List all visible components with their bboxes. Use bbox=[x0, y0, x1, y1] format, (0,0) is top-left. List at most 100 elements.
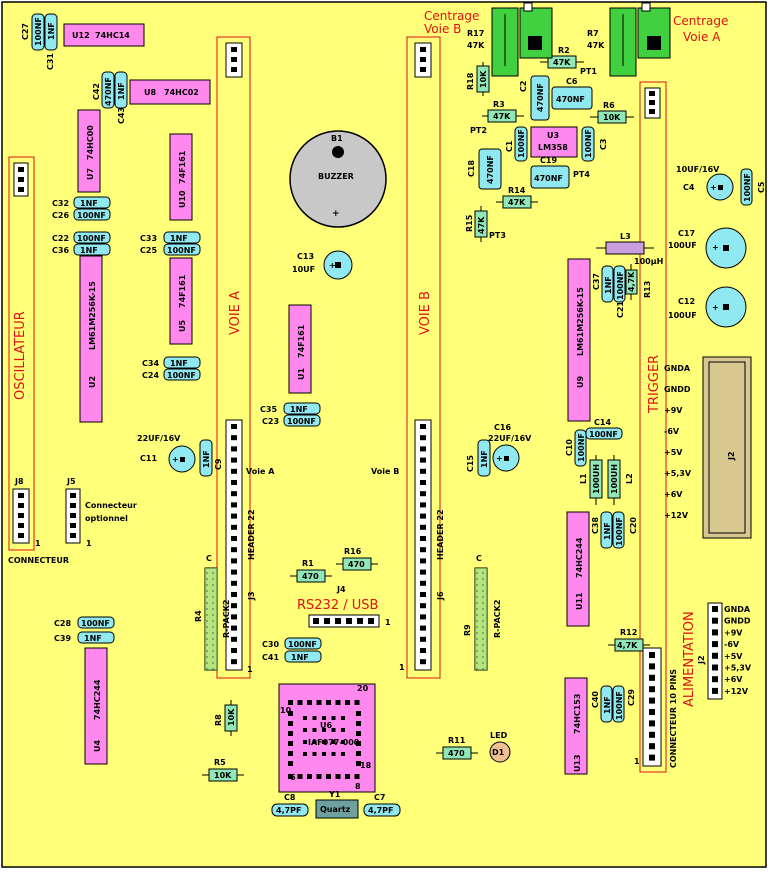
pin bbox=[341, 728, 345, 732]
pin bbox=[420, 659, 426, 665]
pin bbox=[18, 493, 24, 498]
cap-c6: 470NF C6 bbox=[551, 77, 593, 110]
svg-text:100NF: 100NF bbox=[77, 234, 106, 243]
svg-text:470NF: 470NF bbox=[486, 155, 495, 184]
svg-text:C15: C15 bbox=[466, 455, 475, 472]
svg-text:C23: C23 bbox=[262, 417, 279, 426]
ic-u2: U2 LM61M256K-15 bbox=[79, 255, 103, 423]
pin bbox=[288, 711, 293, 716]
svg-text:J5: J5 bbox=[66, 477, 76, 486]
pin bbox=[288, 774, 293, 779]
svg-text:C6: C6 bbox=[566, 77, 578, 86]
ic-u13: U13 74HC153 bbox=[564, 677, 588, 775]
svg-text:C17: C17 bbox=[678, 229, 695, 238]
centrage-a-line2: Voie A bbox=[683, 30, 721, 44]
j2-supply-label: GNDD bbox=[664, 385, 691, 394]
pin bbox=[356, 721, 361, 726]
svg-text:C27: C27 bbox=[21, 23, 30, 40]
pin bbox=[312, 752, 317, 756]
svg-text:C31: C31 bbox=[46, 53, 55, 70]
pin bbox=[420, 468, 426, 474]
svg-text:+: + bbox=[332, 209, 340, 219]
j2-supply-label: +5,3V bbox=[664, 469, 692, 478]
svg-text:1NF: 1NF bbox=[291, 653, 309, 662]
svg-text:U1: U1 bbox=[297, 368, 306, 380]
svg-text:BUZZER: BUZZER bbox=[318, 172, 354, 181]
pin bbox=[331, 740, 336, 744]
pin bbox=[326, 700, 331, 705]
pin bbox=[231, 558, 237, 564]
svg-text:C1: C1 bbox=[505, 140, 514, 152]
svg-text:C16: C16 bbox=[494, 423, 511, 432]
pin bbox=[231, 435, 237, 441]
svg-text:C3: C3 bbox=[599, 139, 608, 150]
svg-text:1NF: 1NF bbox=[80, 246, 98, 255]
svg-text:C34: C34 bbox=[142, 359, 159, 368]
svg-text:1: 1 bbox=[35, 539, 41, 548]
pin bbox=[322, 740, 326, 744]
svg-text:18: 18 bbox=[360, 761, 372, 770]
svg-text:1NF: 1NF bbox=[84, 634, 102, 643]
pin bbox=[231, 513, 237, 519]
pin bbox=[231, 592, 237, 597]
cap-c15: 1NF C15 bbox=[466, 439, 491, 477]
svg-text:100NF: 100NF bbox=[584, 129, 593, 158]
header-j5: J5 1 Connecteur optionnel bbox=[65, 477, 137, 548]
svg-text:10: 10 bbox=[280, 706, 292, 715]
svg-text:100UF: 100UF bbox=[668, 241, 697, 250]
pin bbox=[18, 503, 24, 508]
pin bbox=[420, 592, 426, 597]
svg-text:U5: U5 bbox=[178, 320, 187, 332]
trigger-zone bbox=[639, 81, 667, 773]
pin bbox=[231, 625, 237, 631]
svg-text:R14: R14 bbox=[508, 186, 526, 195]
cap-c29: 100NF C29 bbox=[612, 685, 636, 723]
svg-text:U13: U13 bbox=[573, 754, 582, 772]
svg-text:74F161: 74F161 bbox=[178, 150, 187, 184]
svg-text:R4: R4 bbox=[194, 610, 203, 622]
pin bbox=[420, 435, 426, 441]
pin bbox=[712, 606, 718, 612]
pin bbox=[297, 700, 303, 705]
pin bbox=[420, 580, 426, 586]
rpack-r9: C R9 R-PACK2 bbox=[463, 554, 502, 671]
svg-text:B1: B1 bbox=[331, 134, 343, 143]
svg-text:10K: 10K bbox=[479, 70, 488, 88]
cap-c10: 100NF C10 bbox=[565, 429, 587, 467]
svg-text:U11: U11 bbox=[575, 592, 584, 610]
svg-text:R11: R11 bbox=[448, 736, 466, 745]
svg-text:R-PACK2: R-PACK2 bbox=[222, 600, 231, 638]
svg-text:100NF: 100NF bbox=[167, 371, 196, 380]
pin bbox=[70, 533, 76, 538]
svg-text:74HC02: 74HC02 bbox=[164, 88, 199, 97]
pin bbox=[420, 569, 426, 575]
pin bbox=[368, 618, 374, 624]
pin bbox=[288, 721, 293, 726]
pin bbox=[420, 524, 426, 530]
svg-text:1NF: 1NF bbox=[604, 276, 613, 294]
header-j6: J6 HEADER 22 Voie B 1 bbox=[371, 419, 445, 672]
svg-text:C40: C40 bbox=[591, 691, 600, 708]
svg-text:CONNECTEUR 10 PINS: CONNECTEUR 10 PINS bbox=[669, 669, 678, 768]
svg-text:U3: U3 bbox=[547, 131, 559, 140]
svg-text:HEADER 22: HEADER 22 bbox=[436, 509, 445, 560]
svg-text:R15: R15 bbox=[465, 214, 474, 232]
svg-text:J6: J6 bbox=[436, 591, 445, 601]
pin bbox=[335, 700, 341, 705]
pin bbox=[712, 676, 718, 683]
pin bbox=[231, 446, 237, 452]
pin bbox=[331, 752, 336, 756]
pin bbox=[231, 603, 237, 609]
cap-c18: 470NF C18 bbox=[467, 148, 502, 190]
pin bbox=[420, 547, 426, 553]
